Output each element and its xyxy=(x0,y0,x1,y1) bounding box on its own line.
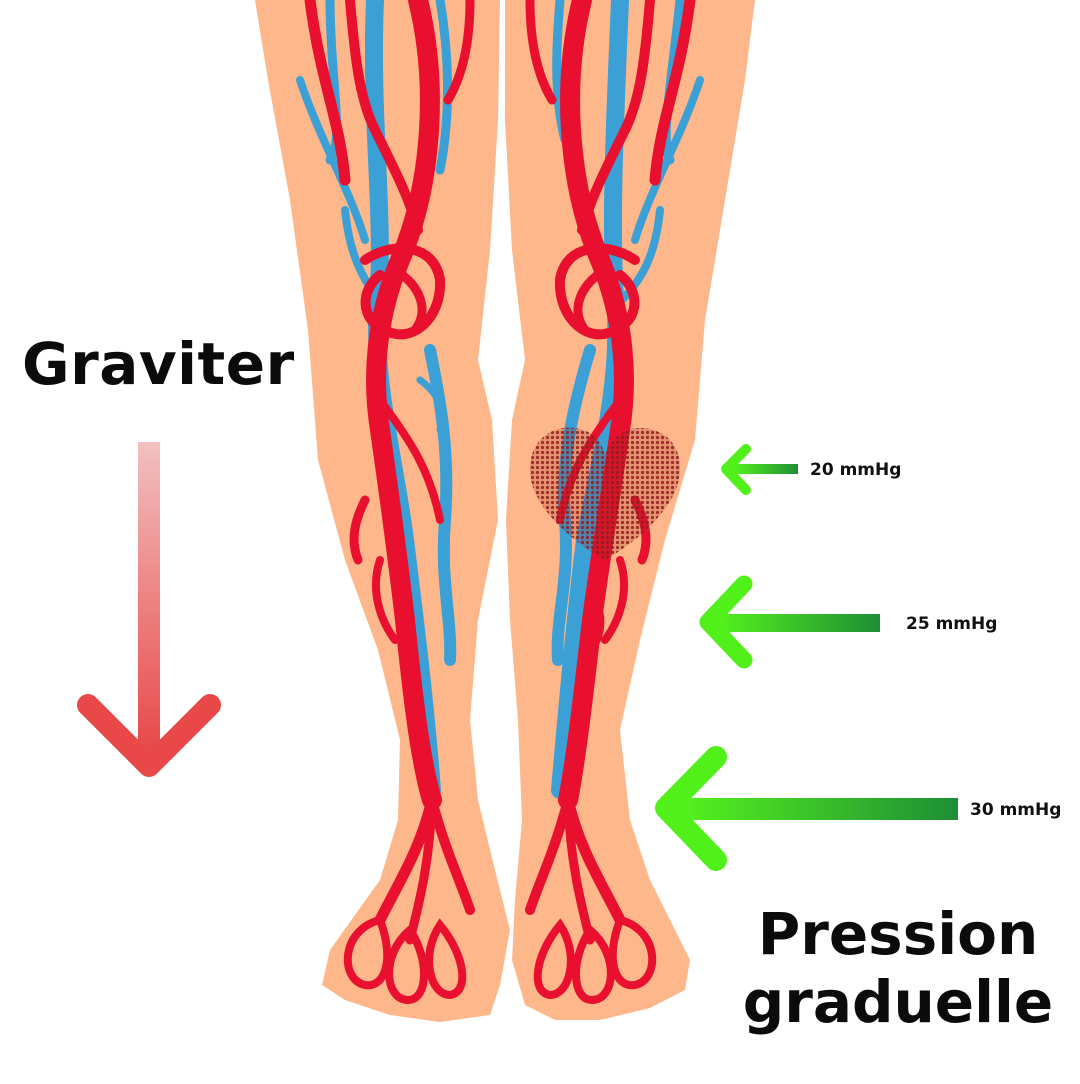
pressure-arrow-25 xyxy=(708,584,880,660)
pressure-title: Pression graduelle xyxy=(728,900,1068,1036)
pressure-title-line1: Pression xyxy=(728,900,1068,968)
pressure-value-25: 25 mmHg xyxy=(906,614,997,634)
pressure-arrow-20 xyxy=(726,449,798,490)
pressure-value-20: 20 mmHg xyxy=(810,460,901,480)
arrow-down-icon xyxy=(88,442,210,766)
pressure-value-30: 30 mmHg xyxy=(970,800,1061,820)
left-leg xyxy=(255,0,510,1022)
gravity-label: Graviter xyxy=(22,330,295,398)
pressure-title-line2: graduelle xyxy=(728,968,1068,1036)
pressure-arrow-30 xyxy=(666,757,958,860)
